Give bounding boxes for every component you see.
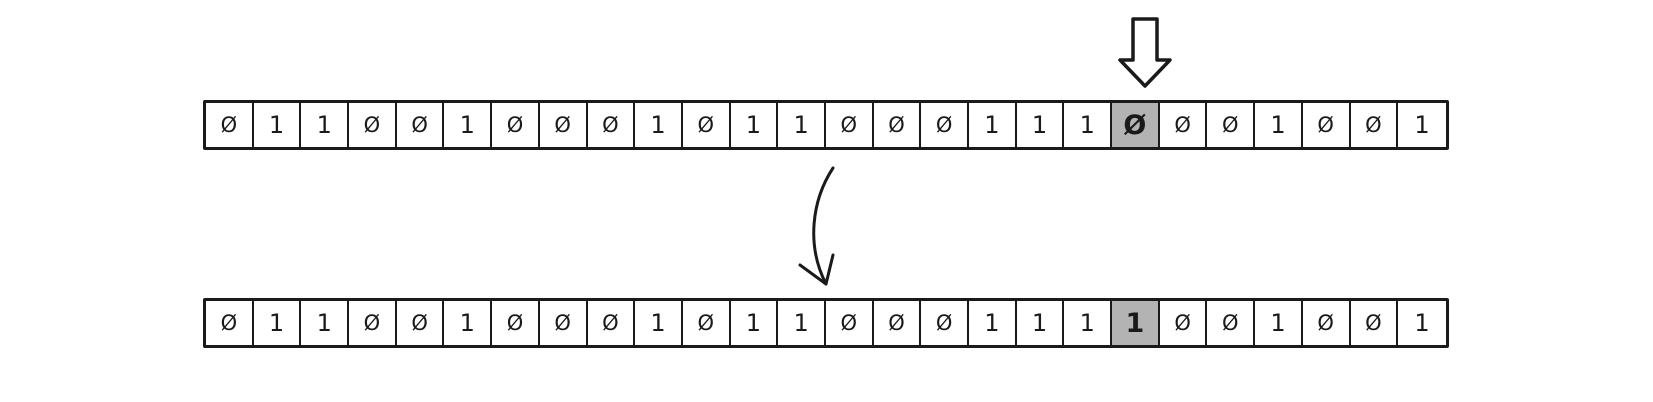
tape-cell: 1 bbox=[635, 103, 683, 147]
tape-cell: 1 bbox=[731, 301, 779, 345]
tape-cell: 1 bbox=[969, 301, 1017, 345]
tape-cell: Ø bbox=[492, 103, 540, 147]
tape-cell: Ø bbox=[492, 301, 540, 345]
tape-cell-head: Ø bbox=[1112, 103, 1160, 147]
tape-cell: Ø bbox=[683, 301, 731, 345]
curved-arrow-icon bbox=[798, 166, 835, 286]
tape-cell: Ø bbox=[397, 301, 445, 345]
tape-cell: Ø bbox=[1303, 301, 1351, 345]
tape-cell-head: 1 bbox=[1112, 301, 1160, 345]
tape-cell: Ø bbox=[588, 301, 636, 345]
tape-cell: Ø bbox=[874, 103, 922, 147]
tape-cell: 1 bbox=[254, 103, 302, 147]
tape-cell: 1 bbox=[254, 301, 302, 345]
tape-cell: 1 bbox=[1255, 301, 1303, 345]
tape-cell: Ø bbox=[1351, 103, 1399, 147]
tape-cell: Ø bbox=[588, 103, 636, 147]
tape-cell: 1 bbox=[1414, 309, 1430, 337]
tape-cell: 1 bbox=[1017, 103, 1065, 147]
tape-cell: Ø bbox=[1160, 103, 1208, 147]
tape-cell: 1 bbox=[1017, 301, 1065, 345]
tape-cell: 1 bbox=[444, 103, 493, 147]
tape-cell: Ø bbox=[349, 301, 397, 345]
tape-cell: Ø bbox=[826, 103, 874, 147]
tape-cell: 1 bbox=[635, 301, 683, 345]
tape-cell: Ø bbox=[540, 103, 588, 147]
tape-cell: Ø bbox=[1207, 103, 1256, 147]
tape-cell: 1 bbox=[778, 301, 826, 345]
down-arrow-icon bbox=[1118, 17, 1172, 88]
tape-cell: Ø bbox=[206, 301, 254, 345]
tape-cell: Ø bbox=[826, 301, 874, 345]
tape-cell: Ø bbox=[206, 103, 254, 147]
tape-cell: 1 bbox=[1255, 103, 1303, 147]
tape-cell: Ø bbox=[921, 301, 969, 345]
tape-cell: 1 bbox=[301, 301, 350, 345]
tape-cell: 1 bbox=[969, 103, 1017, 147]
tape-cell: Ø bbox=[683, 103, 731, 147]
tape-cell: Ø bbox=[349, 103, 397, 147]
tape-cell: Ø bbox=[540, 301, 588, 345]
tape-cell: Ø bbox=[1351, 301, 1399, 345]
tape-cell: 1 bbox=[1414, 111, 1430, 139]
tape-cell: Ø bbox=[1160, 301, 1208, 345]
tape-cell: Ø bbox=[921, 103, 969, 147]
tape-cell: 1 bbox=[778, 103, 826, 147]
tape-cell: Ø bbox=[397, 103, 445, 147]
tape-cell: Ø bbox=[1207, 301, 1256, 345]
tape-cell: Ø bbox=[1303, 103, 1351, 147]
tape-cell: 1 bbox=[1064, 301, 1113, 345]
tape-cell: 1 bbox=[301, 103, 350, 147]
tape-cell: Ø bbox=[874, 301, 922, 345]
tape-cell: 1 bbox=[444, 301, 493, 345]
tape-cell: 1 bbox=[1064, 103, 1113, 147]
tape-cell: 1 bbox=[731, 103, 779, 147]
